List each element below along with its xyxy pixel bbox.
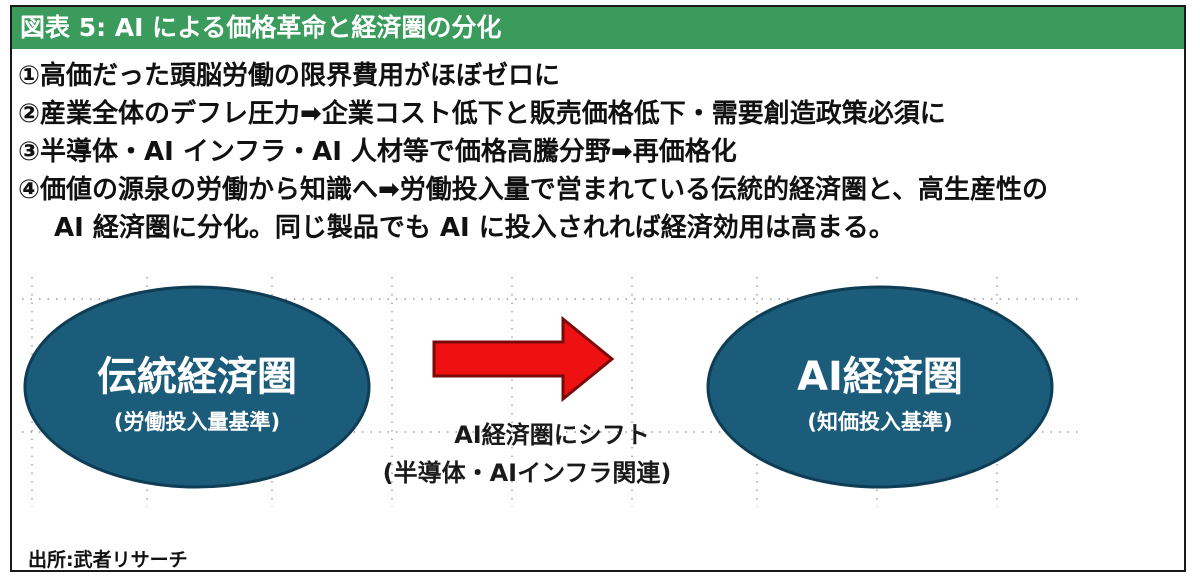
figure-frame: 図表 5: AI による価格革命と経済圏の分化 ①高価だった頭脳労働の限界費用が… [10, 5, 1186, 572]
shift-caption-detail: (半導体・AIインフラ関連) [383, 459, 672, 487]
key-point-4-continued: AI 経済圏に分化。同じ製品でも AI に投入されれば経済効用は高まる。 [54, 213, 895, 243]
source-note: 出所:武者リサーチ [28, 549, 188, 571]
key-point-3: ③半導体・AI インフラ・AI 人材等で価格高騰分野➡再価格化 [18, 137, 737, 167]
figure-title: 図表 5: AI による価格革命と経済圏の分化 [12, 7, 1184, 49]
key-points-list: ①高価だった頭脳労働の限界費用がほぼゼロに ②産業全体のデフレ圧力➡企業コスト低… [18, 57, 1178, 247]
traditional-economy-subtitle: (労働投入量基準) [114, 410, 280, 434]
traditional-economy-title: 伝統経済圏 [97, 354, 297, 400]
shift-caption: AI経済圏にシフト [454, 421, 650, 449]
economy-shift-diagram: 伝統経済圏 (労働投入量基準) AI経済圏にシフト (半導体・AIインフラ関連)… [23, 285, 1054, 489]
key-point-2: ②産業全体のデフレ圧力➡企業コスト低下と販売価格低下・需要創造政策必須に [18, 99, 946, 129]
ai-economy-subtitle: (知価投入基準) [807, 410, 952, 434]
ai-economy-oval: AI経済圏 (知価投入基準) [706, 285, 1054, 489]
key-point-4: ④価値の源泉の労働から知識へ➡労働投入量で営まれている伝統的経済圏と、高生産性の [18, 175, 1048, 205]
traditional-economy-oval: 伝統経済圏 (労働投入量基準) [23, 285, 371, 489]
shift-arrow-icon [432, 315, 615, 403]
ai-economy-title: AI経済圏 [797, 354, 963, 400]
key-point-1: ①高価だった頭脳労働の限界費用がほぼゼロに [18, 61, 561, 91]
